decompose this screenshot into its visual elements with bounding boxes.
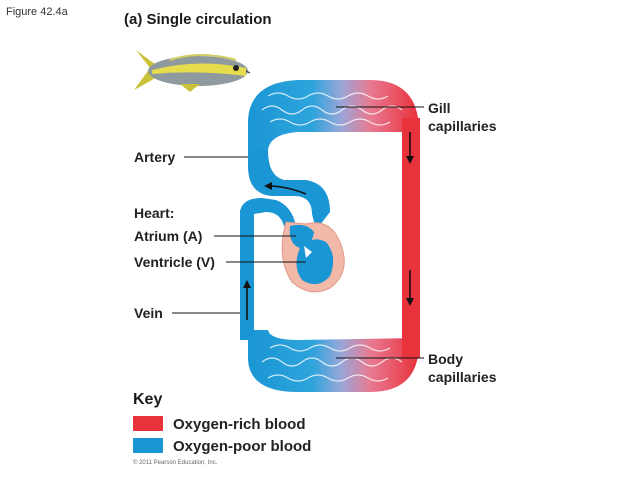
atrium-label: Atrium (A) (134, 228, 203, 244)
diagram-title: (a) Single circulation (124, 11, 272, 28)
ventricle-label: Ventricle (V) (134, 254, 215, 270)
figure-label: Figure 42.4a (6, 6, 68, 18)
leader-lines (172, 106, 424, 359)
key-label-oxygen-rich: Oxygen-rich blood (173, 416, 306, 433)
key-label-oxygen-poor: Oxygen-poor blood (173, 438, 312, 455)
heart-illustration (281, 221, 345, 293)
body-capillary-mesh (261, 344, 403, 382)
vein-label: Vein (134, 305, 163, 321)
fish-illustration (134, 50, 251, 92)
gill-capillaries-label-line2: capillaries (428, 118, 497, 134)
arrow-artery (264, 182, 307, 195)
body-capillaries-label-line1: Body (428, 351, 463, 367)
body-capillaries-label-line2: capillaries (428, 369, 497, 385)
gill-capillaries-label-line1: Gill (428, 100, 451, 116)
heart-label: Heart: (134, 205, 175, 221)
artery-label: Artery (134, 149, 176, 165)
atrium-shape (289, 224, 314, 248)
key-title: Key (133, 391, 163, 408)
copyright-notice: © 2011 Pearson Education, Inc. (133, 460, 218, 466)
key-swatch-oxygen-poor (133, 438, 163, 453)
gill-capillary-mesh (261, 92, 403, 126)
key-swatch-oxygen-rich (133, 416, 163, 431)
flow-arrows (243, 132, 414, 320)
